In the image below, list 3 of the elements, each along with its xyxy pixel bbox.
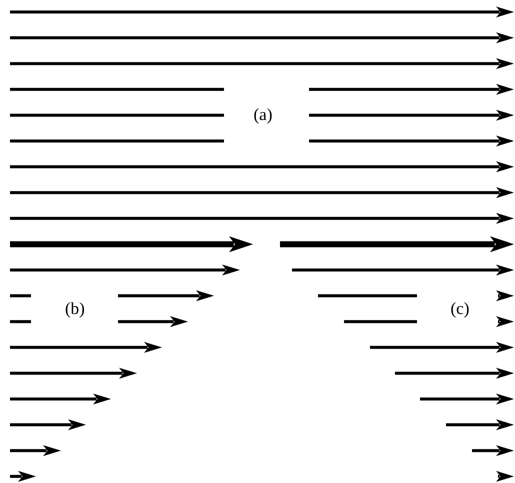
panel-label: (c) — [450, 299, 470, 319]
panel-label: (a) — [254, 105, 272, 126]
panel-label: (b) — [65, 299, 85, 319]
